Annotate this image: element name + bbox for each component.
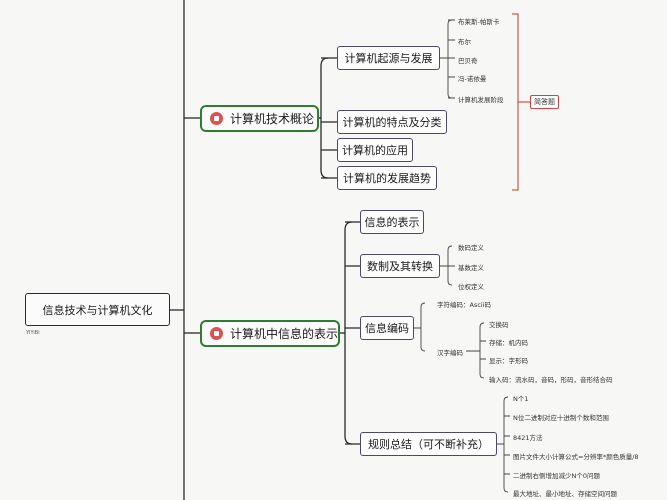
leaf-input-code[interactable]: 输入码：流水码，音码，形码，音形结合码 (489, 376, 613, 384)
branch-computer-overview-label: 计算机技术概论 (230, 112, 315, 126)
leaf-weight-definition[interactable]: 位权定义 (458, 283, 484, 291)
node-label: 数制及其转换 (367, 260, 433, 273)
branch-information-representation-label: 计算机中信息的表示 (230, 327, 339, 341)
leaf-development-stages[interactable]: 计算机发展阶段 (458, 96, 504, 104)
hanzi-leaves-bracket (466, 322, 486, 379)
leaf-boole[interactable]: 布尔 (458, 38, 471, 46)
branch-a-ticks (321, 57, 337, 179)
leaf-rule-image-size[interactable]: 图片文件大小计算公式=分辨率*颜色质量/8 (513, 453, 639, 461)
leaf-digit-definition[interactable]: 数码定义 (458, 244, 484, 252)
tag-bracket (512, 13, 530, 191)
node-label: 信息的表示 (364, 216, 420, 229)
node-label: 计算机的发展趋势 (343, 172, 431, 185)
leaf-rule-n-ones[interactable]: N个1 (513, 395, 529, 403)
node-label: 计算机的应用 (342, 144, 408, 157)
branch-information-representation[interactable]: 计算机中信息的表示 (200, 320, 340, 347)
node-applications[interactable]: 计算机的应用 (337, 138, 413, 162)
tag-label: 简答题 (534, 98, 555, 106)
leaf-rule-n-bits-range[interactable]: N位二进制对应十进制个数和范围 (513, 414, 609, 422)
branch-icon (210, 327, 223, 340)
encoding-bracket (414, 302, 426, 352)
node-information-encoding[interactable]: 信息编码 (360, 316, 414, 340)
node-label: 规则总结（可不断补充） (368, 438, 489, 451)
root-node[interactable]: 信息技术与计算机文化 (25, 293, 170, 326)
leaf-rule-8421[interactable]: 8421方法 (513, 434, 543, 442)
leaf-glyph-code[interactable]: 显示：字形码 (489, 357, 528, 365)
origin-leaves-bracket (440, 19, 455, 99)
node-features-classification[interactable]: 计算机的特点及分类 (337, 110, 447, 134)
node-label: 计算机的特点及分类 (342, 116, 442, 129)
node-origin-development[interactable]: 计算机起源与发展 (337, 46, 440, 70)
leaf-hanzi-encoding[interactable]: 汉字编码 (437, 349, 463, 357)
leaf-rule-address-space[interactable]: 最大地址、最小地址、存储空间问题 (513, 490, 617, 498)
leaf-radix-definition[interactable]: 基数定义 (458, 264, 484, 272)
branch-icon (210, 112, 223, 125)
leaf-exchange-code[interactable]: 交换码 (489, 321, 509, 329)
leaf-storage-code[interactable]: 存储：机内码 (489, 339, 528, 347)
branch-b-bracket (344, 221, 353, 445)
node-numeral-system[interactable]: 数制及其转换 (360, 254, 440, 278)
node-information-representation[interactable]: 信息的表示 (360, 210, 424, 234)
branch-computer-overview[interactable]: 计算机技术概论 (200, 105, 319, 132)
root-label: 信息技术与计算机文化 (42, 303, 153, 317)
leaf-babbage[interactable]: 巴贝奇 (458, 57, 478, 65)
watermark-text: YIYiBi (26, 330, 40, 336)
leaf-pascal[interactable]: 布莱斯-帕斯卡 (458, 18, 500, 26)
tag-short-answer[interactable]: 简答题 (530, 95, 559, 109)
rules-bracket (497, 396, 510, 493)
leaf-rule-trailing-zeros[interactable]: 二进制右侧增加减少N个0问题 (513, 472, 600, 480)
numeral-leaves-bracket (440, 245, 455, 286)
node-label: 计算机起源与发展 (344, 52, 433, 65)
node-rules-summary[interactable]: 规则总结（可不断补充） (360, 432, 497, 456)
node-label: 信息编码 (365, 322, 409, 335)
leaf-von-neumann[interactable]: 冯-诺依曼 (458, 75, 487, 83)
leaf-char-encoding[interactable]: 字符编码：Ascii码 (437, 301, 492, 309)
node-development-trend[interactable]: 计算机的发展趋势 (337, 166, 437, 190)
branch-b-ticks (345, 221, 360, 445)
